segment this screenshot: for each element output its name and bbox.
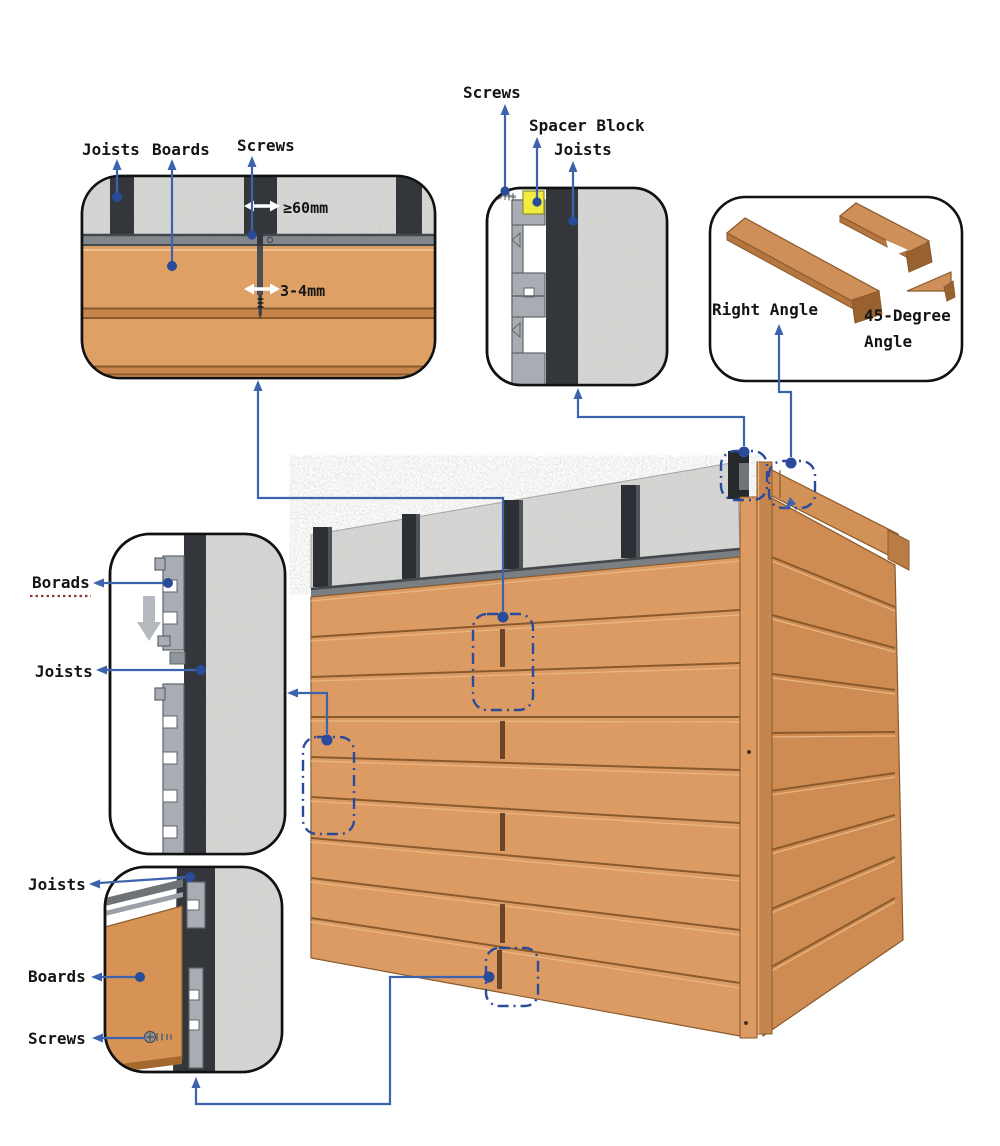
- label-right-angle: Right Angle: [712, 300, 818, 319]
- dim-gap-text: 3-4mm: [280, 282, 325, 300]
- leader-boards: [91, 972, 145, 982]
- joist-bar: [504, 500, 523, 569]
- building-starter-rail: [311, 548, 740, 599]
- corner-screw-dot: [744, 1021, 748, 1025]
- label-boards: Boards: [28, 967, 86, 986]
- connector-fixing-panel: [253, 380, 509, 623]
- leader-boards: [93, 578, 173, 588]
- building-eave-fascia: [887, 529, 910, 571]
- leader-screws: [92, 1033, 145, 1043]
- detail-wall: [206, 534, 285, 854]
- connector-slide-panel: [287, 688, 333, 746]
- connector-trim-panel: [774, 324, 797, 469]
- label-45-degree-angle: Angle: [864, 332, 912, 351]
- detail-screw: [257, 295, 264, 319]
- building-joists: [313, 485, 640, 587]
- right-angle-trim: [725, 217, 883, 324]
- leader-joists: [112, 159, 122, 202]
- slide-down-arrow: [137, 596, 161, 641]
- joist-bar: [313, 527, 332, 587]
- detail-wall: [215, 867, 282, 1072]
- joist-bar: [621, 485, 640, 558]
- detail-board-gap: [257, 246, 263, 295]
- detail-board: [105, 905, 183, 1072]
- leader-spacer: [532, 137, 542, 207]
- detail-rail: [105, 879, 183, 906]
- label-boards: Boards: [152, 140, 210, 159]
- corner-screw-dot: [747, 750, 751, 754]
- building-isometric-view: [310, 451, 910, 1039]
- dim-arrow-3-4mm: [244, 283, 280, 295]
- detail-joist: [184, 534, 206, 854]
- leader-screws: [500, 104, 510, 196]
- detail-clip: [169, 651, 186, 665]
- front-board-seams: [310, 609, 741, 989]
- label-joists: Joists: [82, 140, 140, 159]
- panel-fixing-detail: ≥60mm 3-4mm Joists Boards Screws: [80, 136, 437, 380]
- detail-profile-bottom: [188, 967, 204, 1069]
- panel-clip-detail: Screws Spacer Block Joists: [463, 83, 669, 387]
- detail-wall: [578, 188, 667, 385]
- label-joists: Joists: [35, 662, 93, 681]
- forty-five-degree-trim: [838, 202, 956, 302]
- detail-lower-board: [154, 683, 185, 854]
- panel-corner-trims: Right Angle 45-Degree Angle: [708, 195, 964, 383]
- connector-base-panel: [191, 971, 495, 1106]
- label-joists: Joists: [554, 140, 612, 159]
- leader-joists: [96, 665, 206, 675]
- leader-joists: [568, 161, 578, 226]
- leader-screws: [247, 156, 257, 240]
- panel-connectors: [191, 324, 797, 1106]
- callout-wall-bottom: [484, 946, 540, 1008]
- leader-boards: [167, 159, 177, 271]
- callout-corner-trim-arrow: [785, 497, 796, 509]
- label-45-degree: 45-Degree: [864, 306, 951, 325]
- panel-base-detail: Joists Boards Screws: [28, 865, 284, 1074]
- label-screws: Screws: [463, 83, 521, 102]
- dim-spacing-text: ≥60mm: [283, 199, 328, 217]
- building-side-cladding: [756, 488, 904, 1038]
- detail-joist: [110, 176, 134, 236]
- detail-joist: [396, 176, 422, 236]
- side-board-seams: [756, 550, 896, 980]
- front-board-end-gaps: [497, 629, 505, 989]
- label-screws: Screws: [237, 136, 295, 155]
- callout-wall-edge: [301, 735, 356, 836]
- label-boards: Borads: [32, 573, 90, 592]
- building-corner-trim: [739, 461, 773, 1039]
- label-spacer-block: Spacer Block: [529, 116, 645, 135]
- detail-rail-edge: [105, 892, 183, 916]
- label-screws: Screws: [28, 1029, 86, 1048]
- panel-slide-detail: Borads Joists: [30, 532, 287, 856]
- leader-joists: [89, 872, 195, 889]
- connector-clip-panel: [573, 388, 750, 458]
- label-joists: Joists: [28, 875, 86, 894]
- building-corner-joist: [728, 451, 749, 499]
- joist-bar: [402, 514, 420, 579]
- building-front-cladding: [310, 556, 741, 1037]
